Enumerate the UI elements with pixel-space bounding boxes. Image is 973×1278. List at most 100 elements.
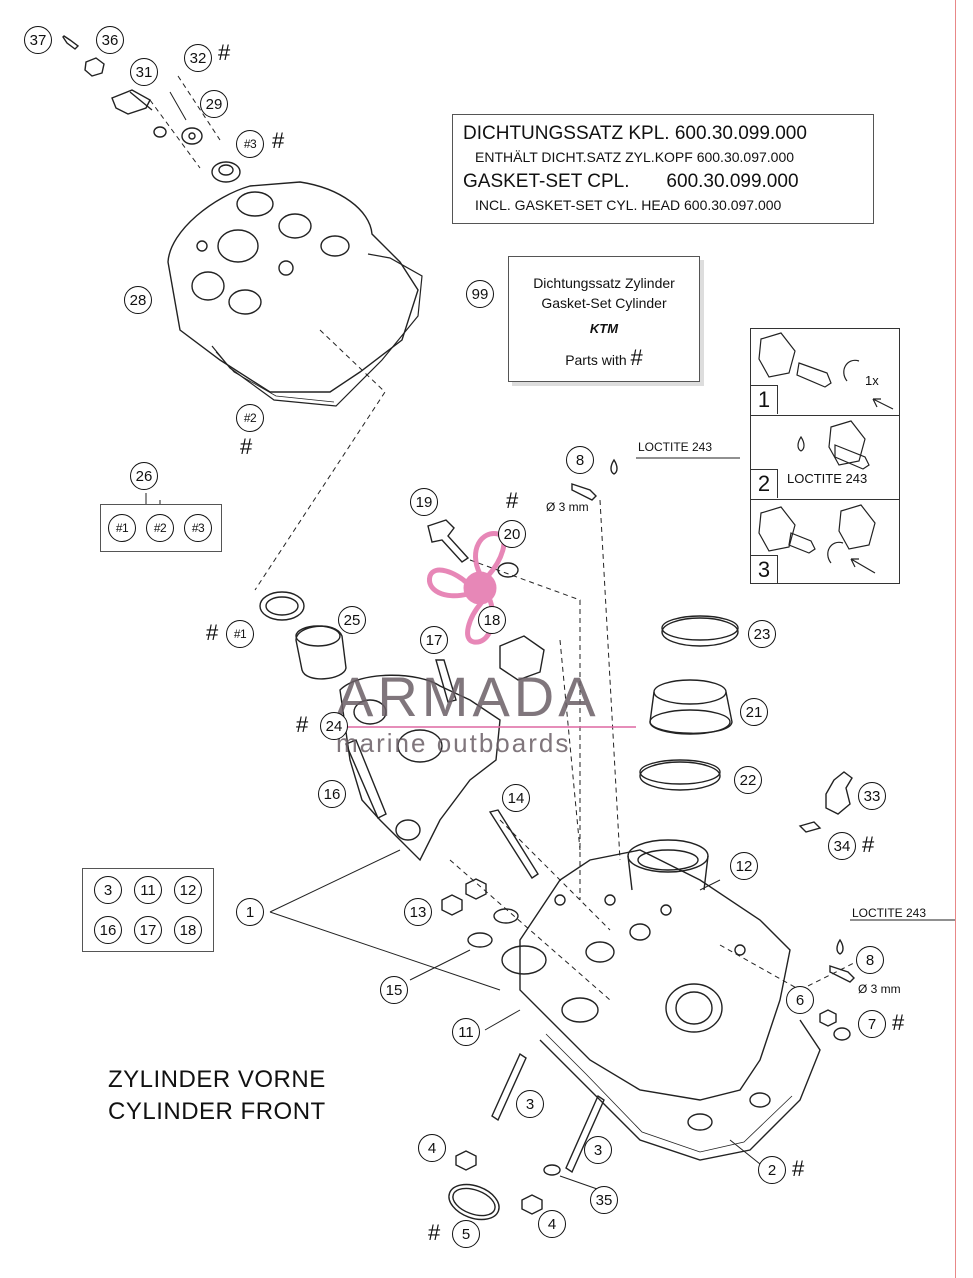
callout-6[interactable]: 6 bbox=[786, 986, 814, 1014]
clamp-23-shape bbox=[661, 617, 739, 647]
callout-23[interactable]: 23 bbox=[748, 620, 776, 648]
callout-21[interactable]: 21 bbox=[740, 698, 768, 726]
watermark-divider bbox=[340, 726, 636, 728]
callout-15[interactable]: 15 bbox=[380, 976, 408, 1004]
hash-5: # bbox=[428, 1220, 441, 1245]
gasket-en-title: GASKET-SET CPL. 600.30.099.000 bbox=[463, 171, 799, 192]
callout-4-b[interactable]: 4 bbox=[538, 1210, 566, 1238]
assembly-steps-panel: 1 1x 2 LOCTITE 243 bbox=[750, 328, 900, 584]
cylinder-head-shape bbox=[519, 849, 791, 1101]
intake-21-shape bbox=[653, 679, 727, 705]
screw-37-shape bbox=[62, 35, 80, 50]
callout-14[interactable]: 14 bbox=[502, 784, 530, 812]
callout-8-right[interactable]: 8 bbox=[856, 946, 884, 974]
callout-3-a[interactable]: 3 bbox=[516, 1090, 544, 1118]
step-3-illustration bbox=[758, 504, 876, 574]
callout-36[interactable]: 36 bbox=[96, 26, 124, 54]
callout-seal-3[interactable]: #3 bbox=[236, 130, 264, 158]
bolt-19-shape bbox=[427, 519, 470, 563]
callout-99[interactable]: 99 bbox=[466, 280, 494, 308]
nut-36-shape bbox=[84, 57, 105, 77]
callout-25[interactable]: 25 bbox=[338, 606, 366, 634]
callout-37[interactable]: 37 bbox=[24, 26, 52, 54]
watermark-subtitle: marine outboards bbox=[336, 728, 571, 758]
ktm-logo: KTM bbox=[589, 321, 619, 336]
callout-7[interactable]: 7 bbox=[858, 1010, 886, 1038]
watermark-propeller-logo bbox=[427, 531, 507, 645]
hash-34: # bbox=[862, 832, 875, 857]
callout-33[interactable]: 33 bbox=[858, 782, 886, 810]
loctite-label-right: LOCTITE 243 bbox=[852, 906, 927, 920]
watermark-brand: ARMADA bbox=[336, 665, 600, 728]
callout-gasket-2[interactable]: #2 bbox=[236, 404, 264, 432]
cylinder-title-en: CYLINDER FRONT bbox=[108, 1098, 326, 1125]
callout-35[interactable]: 35 bbox=[590, 1186, 618, 1214]
callout-ring-1[interactable]: #1 bbox=[226, 620, 254, 648]
kit-callout-16[interactable]: 16 bbox=[94, 916, 122, 944]
callout-1[interactable]: 1 bbox=[236, 898, 264, 926]
callout-20[interactable]: 20 bbox=[498, 520, 526, 548]
hash-32: # bbox=[218, 40, 231, 65]
kit-callout-3[interactable]: 3 bbox=[94, 876, 122, 904]
callout-32[interactable]: 32 bbox=[184, 44, 212, 72]
gasket-de-title: DICHTUNGSSATZ KPL. 600.30.099.000 bbox=[463, 123, 807, 144]
callout-29[interactable]: 29 bbox=[200, 90, 228, 118]
callout-28[interactable]: 28 bbox=[124, 286, 152, 314]
kit-parts-text: Parts with bbox=[565, 352, 627, 368]
clamp-22-shape bbox=[639, 761, 721, 791]
seal-3-shape bbox=[211, 161, 241, 183]
callout-3-b[interactable]: 3 bbox=[584, 1136, 612, 1164]
kit-hash: # bbox=[630, 345, 643, 370]
oring-5-shape bbox=[448, 1183, 500, 1221]
kit-callout-17[interactable]: 17 bbox=[134, 916, 162, 944]
callout-group-3[interactable]: #3 bbox=[184, 514, 212, 542]
callout-group-2[interactable]: #2 bbox=[146, 514, 174, 542]
hash-ring-1: # bbox=[206, 620, 219, 645]
washer-29-shape bbox=[181, 127, 203, 145]
callout-8-top[interactable]: 8 bbox=[566, 446, 594, 474]
callout-13[interactable]: 13 bbox=[404, 898, 432, 926]
step-1-illustration bbox=[758, 332, 894, 410]
callout-17[interactable]: 17 bbox=[420, 626, 448, 654]
sensor-33-shape bbox=[825, 771, 853, 815]
gasket-de-sub: ENTHÄLT DICHT.SATZ ZYL.KOPF 600.30.097.0… bbox=[475, 149, 795, 165]
sleeve-18-shape bbox=[499, 635, 545, 681]
cam-bridge-shape bbox=[339, 674, 501, 862]
callout-19[interactable]: 19 bbox=[410, 488, 438, 516]
kit-callout-12[interactable]: 12 bbox=[174, 876, 202, 904]
callout-22[interactable]: 22 bbox=[734, 766, 762, 794]
diameter-label-right: Ø 3 mm bbox=[858, 982, 901, 996]
hash-7: # bbox=[892, 1010, 905, 1035]
callout-16[interactable]: 16 bbox=[318, 780, 346, 808]
hash-24: # bbox=[296, 712, 309, 737]
hash-seal-3: # bbox=[272, 128, 285, 153]
seal-ring-1-shape bbox=[259, 591, 305, 621]
callout-24[interactable]: 24 bbox=[320, 712, 348, 740]
step-2-panel: 2 LOCTITE 243 bbox=[751, 415, 899, 500]
callout-31[interactable]: 31 bbox=[130, 58, 158, 86]
stud-3a-shape bbox=[491, 1052, 527, 1122]
kit-callout-18[interactable]: 18 bbox=[174, 916, 202, 944]
gasket-kit-box: Dichtungssatz Zylinder Gasket-Set Cylind… bbox=[508, 256, 700, 382]
step-1-panel: 1 1x bbox=[751, 329, 899, 416]
cylinder-title-de: ZYLINDER VORNE bbox=[108, 1066, 326, 1093]
tappet-25-shape bbox=[295, 625, 347, 680]
hash-gasket-2: # bbox=[240, 434, 253, 459]
callout-group-1[interactable]: #1 bbox=[108, 514, 136, 542]
callout-4-a[interactable]: 4 bbox=[418, 1134, 446, 1162]
step-1-note: 1x bbox=[865, 373, 879, 388]
kit-parts-line: Parts with # bbox=[509, 345, 699, 371]
fitting-31-shape bbox=[111, 89, 153, 115]
gasket-en-sub: INCL. GASKET-SET CYL. HEAD 600.30.097.00… bbox=[475, 197, 782, 213]
callout-5[interactable]: 5 bbox=[452, 1220, 480, 1248]
kit-callout-11[interactable]: 11 bbox=[134, 876, 162, 904]
step-2-note: LOCTITE 243 bbox=[787, 471, 868, 486]
callout-34[interactable]: 34 bbox=[828, 832, 856, 860]
callout-18[interactable]: 18 bbox=[478, 606, 506, 634]
callout-11[interactable]: 11 bbox=[452, 1018, 480, 1046]
callout-2[interactable]: 2 bbox=[758, 1156, 786, 1184]
loctite-label-top: LOCTITE 243 bbox=[638, 440, 713, 454]
callout-12[interactable]: 12 bbox=[730, 852, 758, 880]
callout-26[interactable]: 26 bbox=[130, 462, 158, 490]
